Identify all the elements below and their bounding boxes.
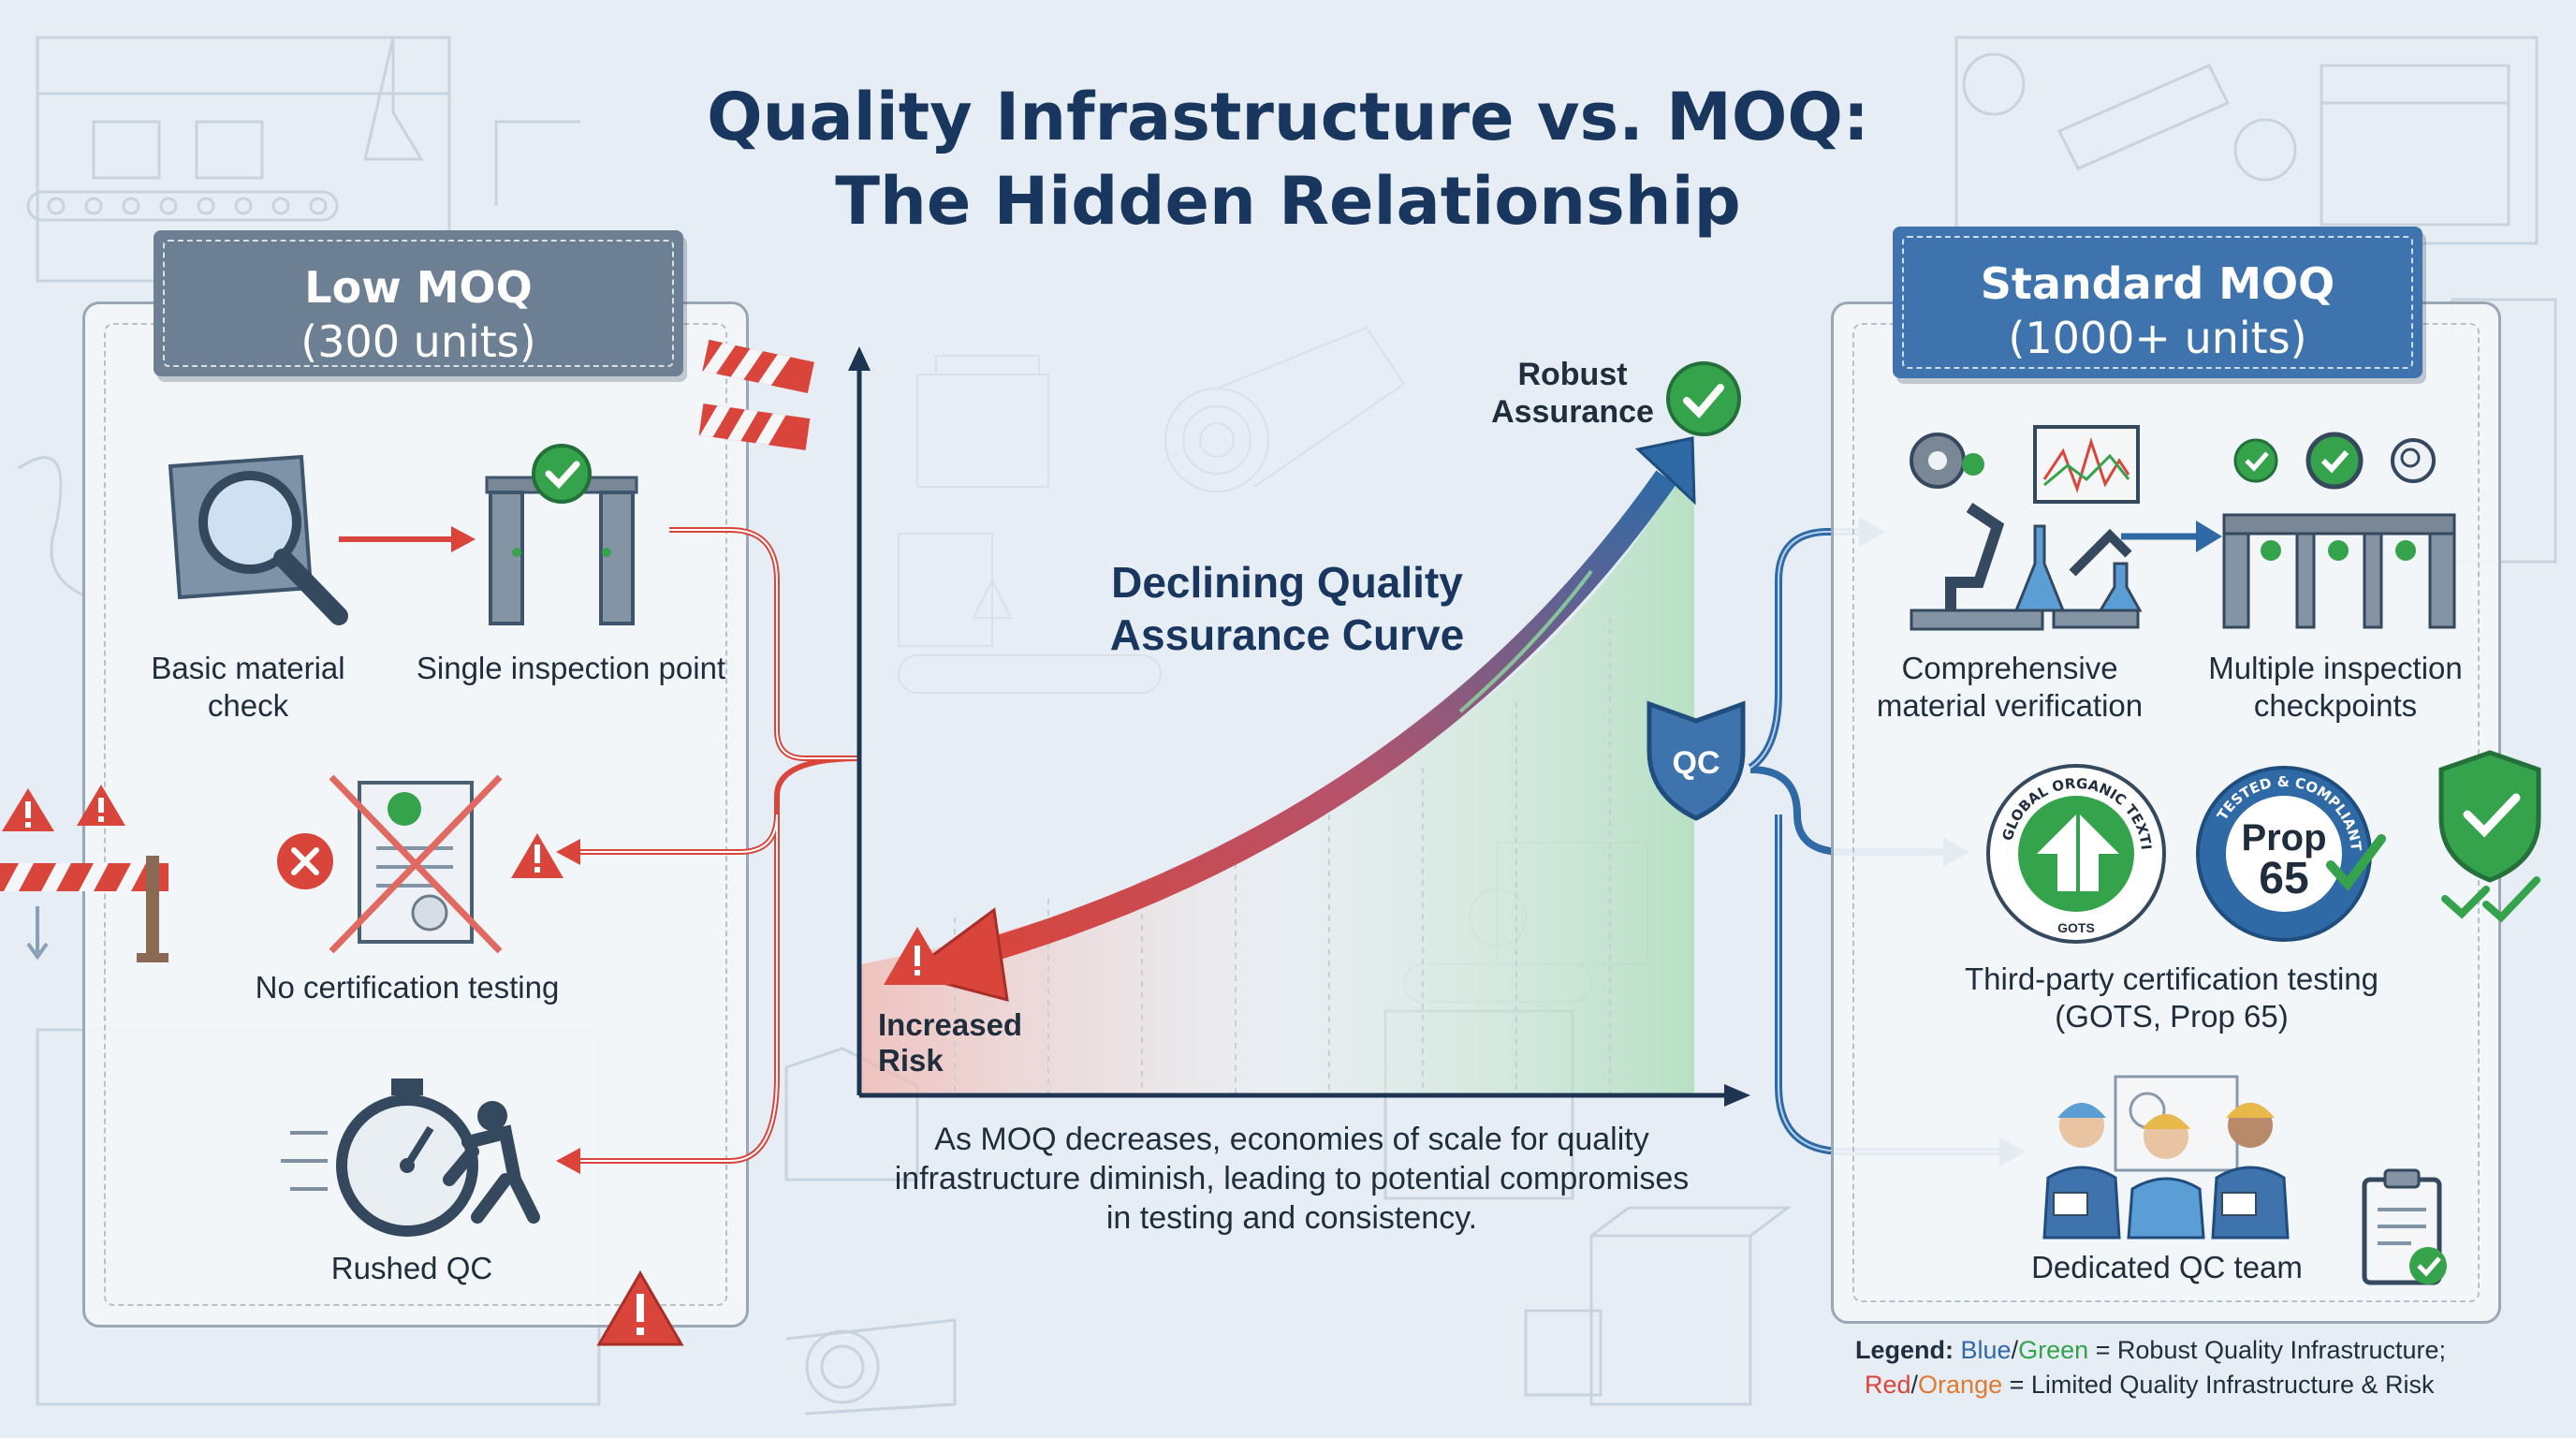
note-line-2: infrastructure diminish, leading to pote…: [894, 1161, 1690, 1196]
standard-moq-units: (1000+ units): [2008, 313, 2307, 363]
arrow-right-blue-icon: [2121, 521, 2222, 552]
robust-line-2: Assurance: [1491, 394, 1654, 430]
comprehensive-verification-label: Comprehensive material verification: [1876, 651, 2144, 723]
shield-check-icon: [2438, 750, 2541, 923]
risk-line-1: Increased: [878, 1007, 1023, 1042]
legend-slash-2: /: [1910, 1371, 1919, 1399]
risk-line-2: Risk: [878, 1043, 944, 1078]
failed-certificate-icon: [277, 774, 564, 954]
note-line-3: in testing and consistency.: [1105, 1200, 1478, 1236]
legend-label: Legend:: [1855, 1336, 1954, 1364]
no-certification-label: No certification testing: [255, 970, 560, 1005]
legend: Legend: Blue/Green = Robust Quality Infr…: [1855, 1333, 2529, 1402]
single-inspection-label: Single inspection point: [416, 651, 726, 685]
third-party-line-1: Third-party certification testing: [1964, 961, 2378, 996]
note-line-1: As MOQ decreases, economies of scale for…: [934, 1122, 1649, 1157]
prop65-badge-icon: TESTED & COMPLIANT Prop 65: [2196, 766, 2386, 942]
increased-risk-label: Increased Risk: [878, 1007, 1022, 1078]
low-moq-header: Low MOQ (300 units): [154, 230, 683, 376]
third-party-certification-label: Third-party certification testing (GOTS,…: [1910, 961, 2434, 1035]
check-circle-icon: [1666, 361, 1741, 436]
basic-material-check-label: Basic material check: [151, 651, 345, 723]
qc-team-icon: [2042, 1075, 2290, 1240]
magnifier-fabric-icon: [168, 454, 348, 625]
gots-bottom-text: GOTS: [2057, 920, 2095, 935]
multiple-checkpoints-icon: [2222, 432, 2456, 629]
left-connectors: [556, 527, 862, 1174]
low-moq-title: Low MOQ: [304, 262, 533, 313]
stopwatch-icon: [281, 1078, 540, 1237]
legend-red: Red: [1865, 1371, 1911, 1399]
dedicated-qc-team-label: Dedicated QC team: [2031, 1250, 2303, 1284]
legend-green: Green: [2018, 1336, 2089, 1364]
low-moq-units: (300 units): [300, 316, 536, 367]
multiple-checkpoints-label: Multiple inspection checkpoints: [2208, 651, 2463, 723]
explanation-note: As MOQ decreases, economies of scale for…: [814, 1120, 1769, 1238]
title-line-2: The Hidden Relationship: [835, 163, 1741, 240]
standard-moq-header: Standard MOQ (1000+ units): [1893, 227, 2422, 378]
inspection-gate-icon: [485, 444, 638, 625]
legend-orange: Orange: [1918, 1371, 2003, 1399]
robust-assurance-label: Robust Assurance: [1470, 356, 1676, 431]
title-line-1: Quality Infrastructure vs. MOQ:: [707, 79, 1869, 155]
robust-line-1: Robust: [1517, 357, 1628, 392]
quality-curve-chart: [848, 346, 1750, 1107]
legend-limited-text: = Limited Quality Infrastructure & Risk: [2009, 1371, 2435, 1399]
legend-slash: /: [2011, 1336, 2019, 1364]
gots-badge-icon: GLOBAL ORGANIC TEXTILE STANDARD GOTS: [1977, 747, 2166, 944]
warning-icon: [596, 1270, 684, 1346]
curve-title-line-2: Assurance Curve: [1109, 610, 1465, 659]
rushed-qc-label: Rushed QC: [330, 1251, 493, 1285]
prop65-line-2: 65: [2259, 854, 2308, 903]
curve-title: Declining Quality Assurance Curve: [1048, 556, 1526, 661]
legend-blue: Blue: [1960, 1336, 2012, 1364]
caution-tape-icon: [698, 339, 814, 450]
curve-title-line-1: Declining Quality: [1111, 558, 1463, 607]
standard-moq-title: Standard MOQ: [1980, 258, 2335, 309]
clipboard-check-icon: [2362, 1168, 2447, 1285]
third-party-line-2: (GOTS, Prop 65): [2055, 999, 2289, 1034]
page-title: Quality Infrastructure vs. MOQ: The Hidd…: [0, 75, 2576, 243]
barrier-icon: [0, 785, 168, 962]
lab-microscope-icon: [1910, 425, 2143, 631]
qc-shield-label: QC: [1672, 745, 1720, 781]
legend-robust-text: = Robust Quality Infrastructure;: [2095, 1336, 2447, 1364]
arrow-right-icon: [339, 526, 476, 552]
prop65-line-1: Prop: [2241, 817, 2326, 858]
